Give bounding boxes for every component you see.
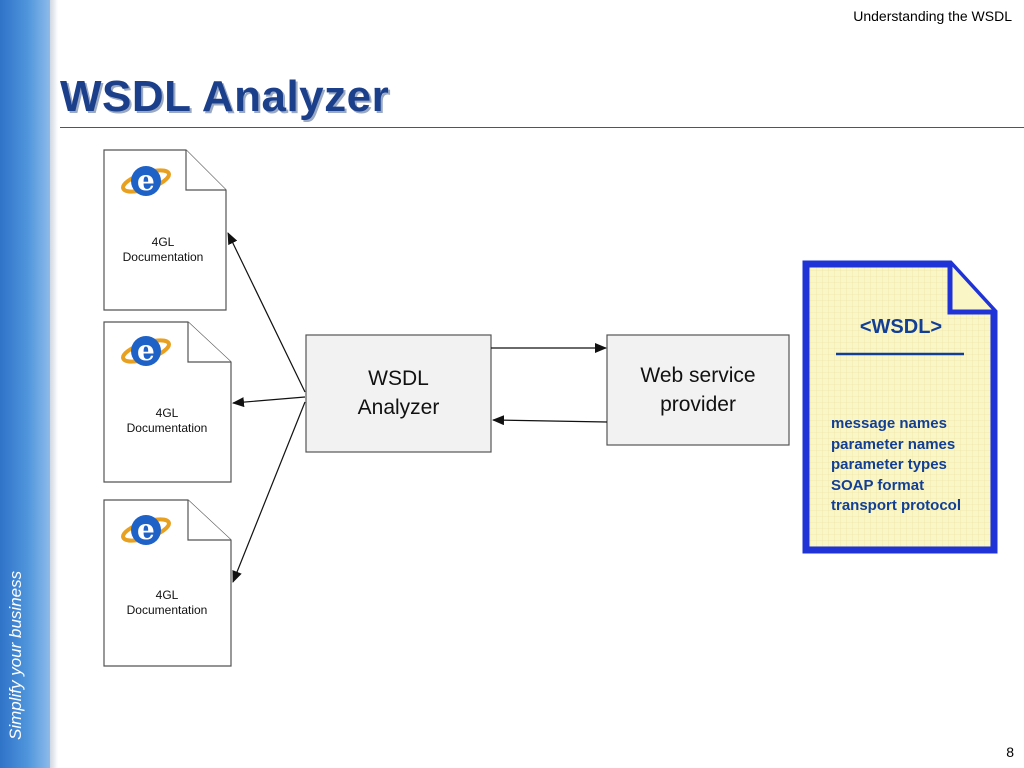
title-divider <box>60 127 1024 128</box>
ie-logo-icon: e <box>121 334 171 367</box>
doc-1-label: 4GL Documentation <box>104 235 222 265</box>
svg-text:e: e <box>137 513 155 546</box>
wsdl-item-parameter-names: parameter names <box>831 435 956 453</box>
web-service-provider-line2: provider <box>660 393 736 416</box>
doc-label-line1: 4GL <box>155 406 179 420</box>
wsdl-item-message-names: message names <box>831 415 947 432</box>
doc-3-label: 4GL Documentation <box>104 588 230 618</box>
page-number: 8 <box>1006 744 1014 760</box>
documentation-file-1: e <box>103 149 227 311</box>
arrow-to-doc-1 <box>227 232 306 393</box>
wsdl-item-transport-protocol: transport protocol <box>831 497 961 514</box>
wsdl-analyzer-line1: WSDL <box>368 367 429 390</box>
header-text: Understanding the WSDL <box>853 8 1012 24</box>
sidebar-shadow <box>50 0 58 768</box>
doc-label-line2: Documentation <box>126 603 208 617</box>
doc-label-line2: Documentation <box>126 421 208 435</box>
svg-text:e: e <box>137 334 155 367</box>
sidebar: Simplify your business <box>0 0 50 768</box>
doc-label-line2: Documentation <box>122 250 204 264</box>
wsdl-analyzer-label: WSDL Analyzer <box>306 364 491 422</box>
svg-text:e: e <box>137 164 155 197</box>
doc-label-line1: 4GL <box>155 588 179 602</box>
slide-title: WSDL Analyzer <box>60 72 390 121</box>
arrow-to-doc-2 <box>232 396 306 408</box>
ie-logo-icon: e <box>121 513 171 546</box>
wsdl-item-soap-format: SOAP format <box>831 476 925 494</box>
documentation-file-3: e <box>103 499 232 667</box>
documentation-file-2: e <box>103 321 232 483</box>
web-service-provider-box <box>606 334 790 446</box>
wsdl-analyzer-line2: Analyzer <box>357 396 440 419</box>
wsdl-document <box>802 260 998 554</box>
wsdl-tag: <WSDL> <box>859 316 943 338</box>
doc-2-label: 4GL Documentation <box>104 406 230 436</box>
arrow-to-doc-3 <box>232 401 306 583</box>
wsdl-item-parameter-types: parameter types <box>831 456 947 473</box>
doc-label-line1: 4GL <box>151 235 175 249</box>
arrow-provider-to-analyzer <box>492 415 608 426</box>
web-service-provider-line1: Web service <box>640 364 756 387</box>
web-service-provider-label: Web service provider <box>607 361 789 419</box>
wsdl-item-list: message names parameter names parameter … <box>831 414 961 517</box>
ie-logo-icon: e <box>121 164 171 197</box>
wsdl-analyzer-box <box>305 334 492 453</box>
